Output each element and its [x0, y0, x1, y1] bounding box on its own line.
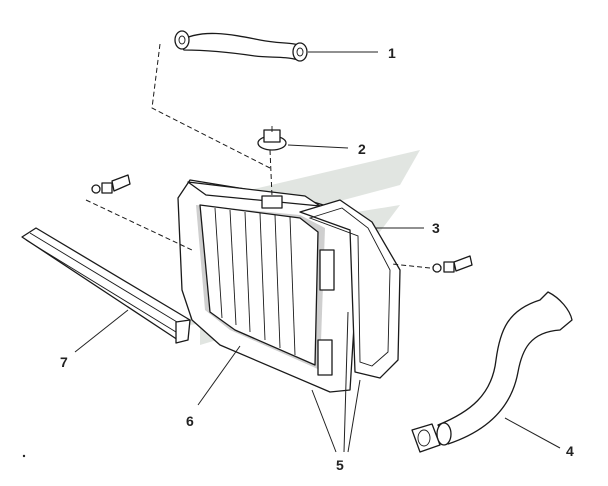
lower-hose [411, 291, 573, 453]
leader-lines [74, 51, 561, 453]
callout-2: 2 [358, 141, 366, 157]
callout-6: 6 [186, 413, 194, 429]
callout-3: 3 [432, 220, 440, 236]
fan-shroud [299, 199, 401, 379]
side-cover-strip [21, 227, 191, 344]
stray-dot [22, 454, 26, 458]
radiator-cap [257, 126, 287, 151]
upper-hose [174, 30, 308, 62]
callout-7: 7 [60, 354, 68, 370]
assembly-guide-lines [85, 43, 431, 269]
mounting-bolt-right [432, 255, 473, 273]
callout-4: 4 [566, 443, 574, 459]
mounting-bolt-left [91, 174, 131, 194]
radiator-core [177, 179, 361, 393]
callout-5: 5 [336, 457, 344, 473]
callout-labels: 1 2 3 4 5 6 7 [60, 45, 574, 473]
callout-1: 1 [388, 45, 396, 61]
